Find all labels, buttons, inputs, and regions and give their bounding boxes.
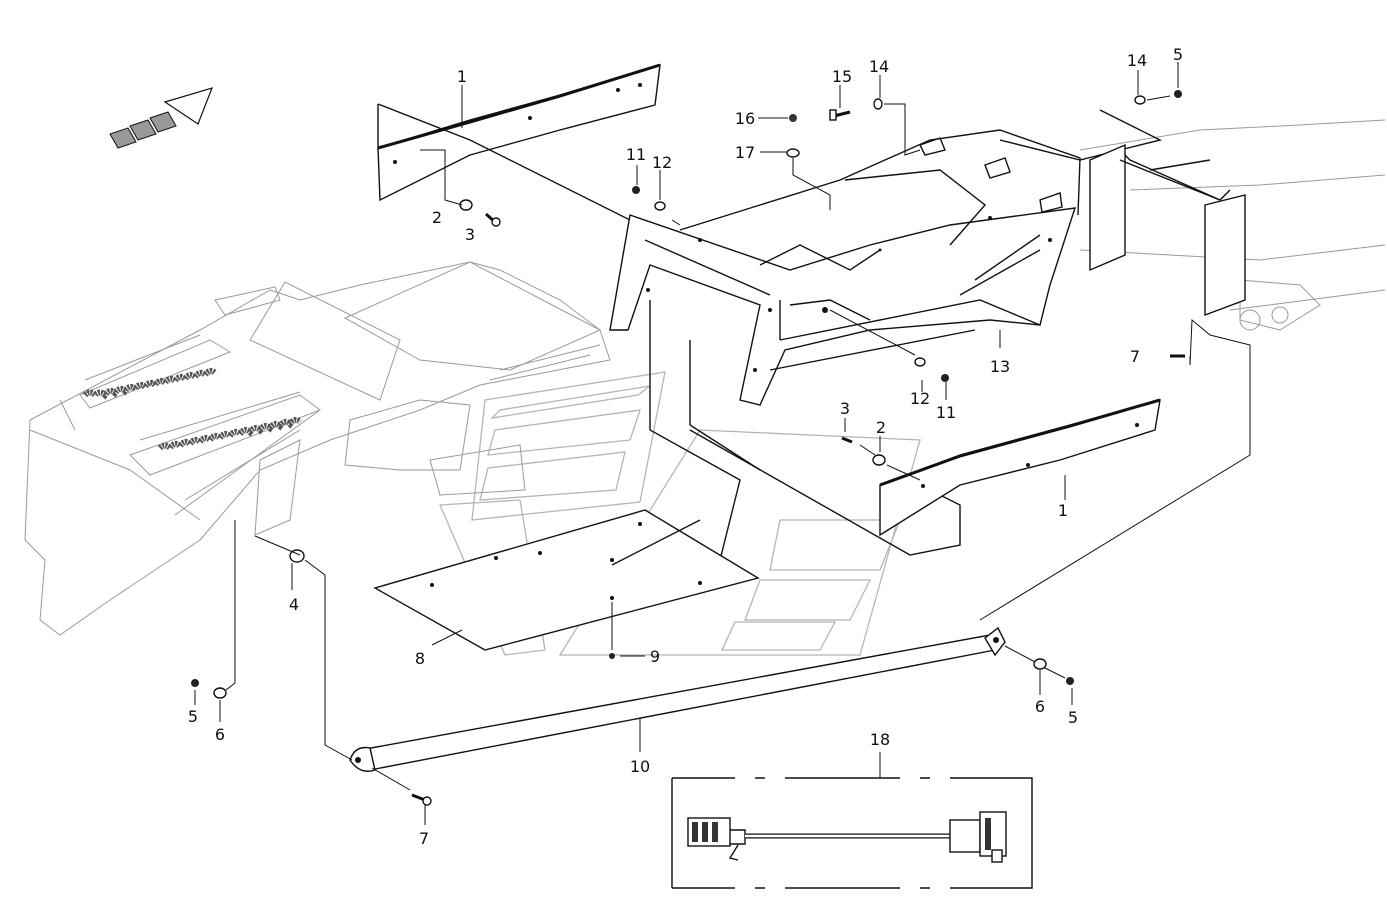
callout-14: 14: [1127, 51, 1147, 70]
callout-11: 11: [626, 145, 646, 164]
callout-18: 18: [870, 730, 890, 749]
fasteners: [191, 90, 1185, 806]
callout-1: 1: [457, 67, 467, 86]
part-18-cable-harness-inset: [671, 777, 1033, 889]
callout-16: 16: [735, 109, 755, 128]
callout-2: 2: [432, 208, 442, 227]
callout-3: 3: [465, 225, 475, 244]
callout-9: 9: [650, 647, 660, 666]
callout-4: 4: [289, 595, 299, 614]
callout-1: 1: [1058, 501, 1068, 520]
callout-5: 5: [1173, 45, 1183, 64]
callout-11: 11: [936, 403, 956, 422]
part-1-lower-plate: [879, 398, 1161, 537]
callout-8: 8: [415, 649, 425, 668]
callout-3: 3: [840, 399, 850, 418]
callout-7: 7: [419, 829, 429, 848]
direction-arrow-icon: [109, 87, 214, 149]
callout-2: 2: [876, 418, 886, 437]
callout-12: 12: [910, 389, 930, 408]
callout-10: 10: [630, 757, 650, 776]
callout-17: 17: [735, 143, 755, 162]
callout-5: 5: [188, 707, 198, 726]
spring-detail: [82, 367, 303, 453]
callout-6: 6: [215, 725, 225, 744]
callout-13: 13: [990, 357, 1010, 376]
callout-7: 7: [1130, 347, 1140, 366]
callout-5: 5: [1068, 708, 1078, 727]
part-8-cover-plate: [373, 509, 760, 651]
callout-14: 14: [869, 57, 889, 76]
assembly-lines: [649, 109, 1246, 576]
part-13-support-frame: [609, 129, 1081, 406]
part-10-tie-rod: [349, 626, 1006, 772]
callout-12: 12: [652, 153, 672, 172]
callout-15: 15: [832, 67, 852, 86]
leader-lines: [194, 62, 1251, 825]
callout-6: 6: [1035, 697, 1045, 716]
machine-frame-background: [24, 261, 611, 636]
